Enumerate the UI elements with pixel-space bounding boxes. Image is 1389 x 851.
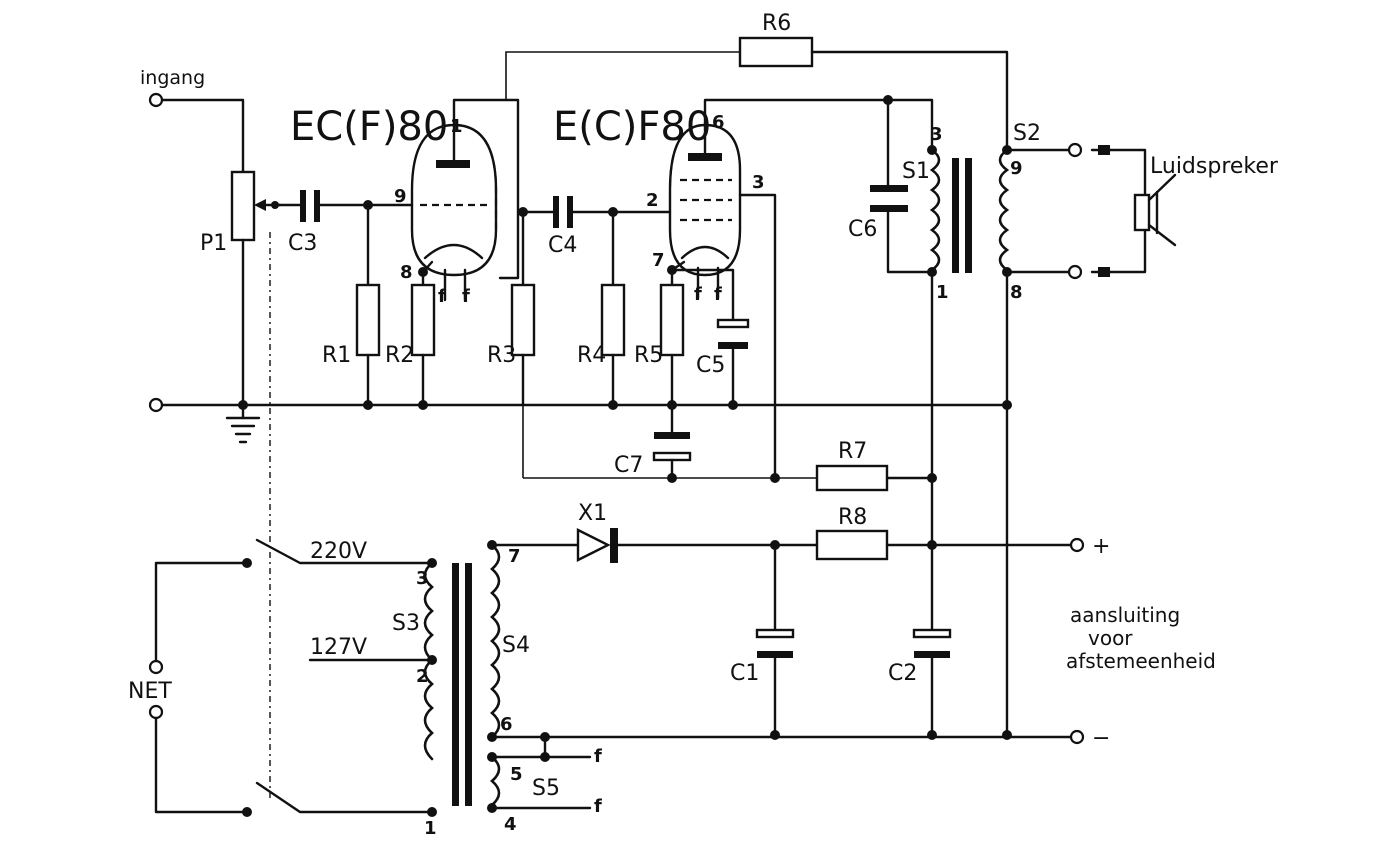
label-f-top: f <box>594 746 602 767</box>
resistor-r1 <box>355 200 381 407</box>
pin-t2-3: 3 <box>752 172 765 193</box>
pin-s4-7: 7 <box>508 546 521 567</box>
label-fil-t2b: f <box>714 284 722 305</box>
pin-s2-9: 9 <box>1010 158 1023 179</box>
resistor-r6 <box>505 36 1009 152</box>
resistor-r2 <box>410 283 436 407</box>
label-220v: 220V <box>310 539 367 564</box>
label-r7: R7 <box>838 439 867 464</box>
label-fil-t1b: f <box>462 286 470 307</box>
label-luidspreker: Luidspreker <box>1150 154 1279 179</box>
label-c1: C1 <box>730 661 759 686</box>
resistor-r5 <box>659 283 685 434</box>
capacitor-c7 <box>652 432 692 480</box>
input-terminal-bottom <box>148 397 164 413</box>
label-ingang: ingang <box>140 67 205 89</box>
label-127v: 127V <box>310 635 367 660</box>
capacitor-c1 <box>755 543 795 737</box>
minus-terminal <box>1069 729 1085 745</box>
resistor-r7 <box>523 464 937 492</box>
label-p1: P1 <box>200 231 227 256</box>
label-c3: C3 <box>288 231 317 256</box>
output-transformer <box>927 142 1083 737</box>
label-tube1: EC(F)80 <box>290 104 448 150</box>
pin-s5-4: 4 <box>504 814 517 835</box>
label-s5: S5 <box>532 776 560 801</box>
net-terminal-bottom <box>148 704 164 720</box>
label-r1: R1 <box>322 343 351 368</box>
label-c6: C6 <box>848 217 877 242</box>
label-s1: S1 <box>902 159 930 184</box>
potentiometer-p1 <box>230 170 256 242</box>
pin-t2-7: 7 <box>652 250 665 271</box>
label-c7: C7 <box>614 453 643 478</box>
label-r3: R3 <box>487 343 516 368</box>
note-line3: afstemeenheid <box>1066 649 1216 673</box>
label-fil-t2a: f <box>694 284 702 305</box>
loudspeaker-icon <box>1090 145 1177 277</box>
mains-switch-bottom <box>255 781 434 814</box>
resistor-r4 <box>600 207 626 407</box>
rectifier-x1 <box>490 528 819 563</box>
label-minus: − <box>1092 726 1110 751</box>
tube-ecf80-triode <box>410 98 520 302</box>
pin-t2-2: 2 <box>646 190 659 211</box>
label-r2: R2 <box>385 343 414 368</box>
capacitor-c3 <box>273 190 414 222</box>
note-line2: voor <box>1088 626 1133 650</box>
label-r6: R6 <box>762 11 791 36</box>
label-s3: S3 <box>392 611 420 636</box>
pin-s2-8: 8 <box>1010 282 1023 303</box>
pin-s3-1: 1 <box>424 818 437 839</box>
capacitor-c6 <box>870 98 934 274</box>
pin-t2-6: 6 <box>712 112 725 133</box>
pin-s3-2: 2 <box>416 666 429 687</box>
label-c5: C5 <box>696 353 725 378</box>
pin-t1-8: 8 <box>400 262 413 283</box>
label-s4: S4 <box>502 633 530 658</box>
label-net: NET <box>128 679 172 704</box>
label-r4: R4 <box>577 343 606 368</box>
mains-transformer <box>423 540 501 817</box>
capacitor-c5 <box>716 318 750 407</box>
net-terminal-top <box>148 659 164 675</box>
label-tube2: E(C)F80 <box>553 104 711 150</box>
resistor-r3 <box>510 207 536 478</box>
label-plus: + <box>1092 534 1110 559</box>
pin-t1-9: 9 <box>394 186 407 207</box>
capacitor-c2 <box>912 543 952 737</box>
tube-ecf80-pentode <box>667 95 934 480</box>
pin-s1-1: 1 <box>936 282 949 303</box>
pin-s1-3: 3 <box>930 124 943 145</box>
label-r5: R5 <box>634 343 663 368</box>
label-r8: R8 <box>838 505 867 530</box>
label-c2: C2 <box>888 661 917 686</box>
mains-section <box>148 538 434 817</box>
plus-terminal <box>1069 537 1085 553</box>
pin-s4-6: 6 <box>500 714 513 735</box>
label-s2: S2 <box>1013 121 1041 146</box>
label-fil-t1a: f <box>438 286 446 307</box>
negative-bus <box>490 729 1085 810</box>
resistor-r8 <box>815 529 1085 561</box>
pin-s5-5: 5 <box>510 764 523 785</box>
label-c4: C4 <box>548 233 577 258</box>
mains-switch-top <box>255 538 434 565</box>
label-x1: X1 <box>578 501 607 526</box>
input-terminal-top <box>148 92 164 108</box>
pin-t1-1: 1 <box>450 116 463 137</box>
label-f-bottom: f <box>594 796 602 817</box>
pin-s3-3: 3 <box>416 568 429 589</box>
ground-icon <box>225 416 261 444</box>
note-line1: aansluiting <box>1070 603 1180 627</box>
